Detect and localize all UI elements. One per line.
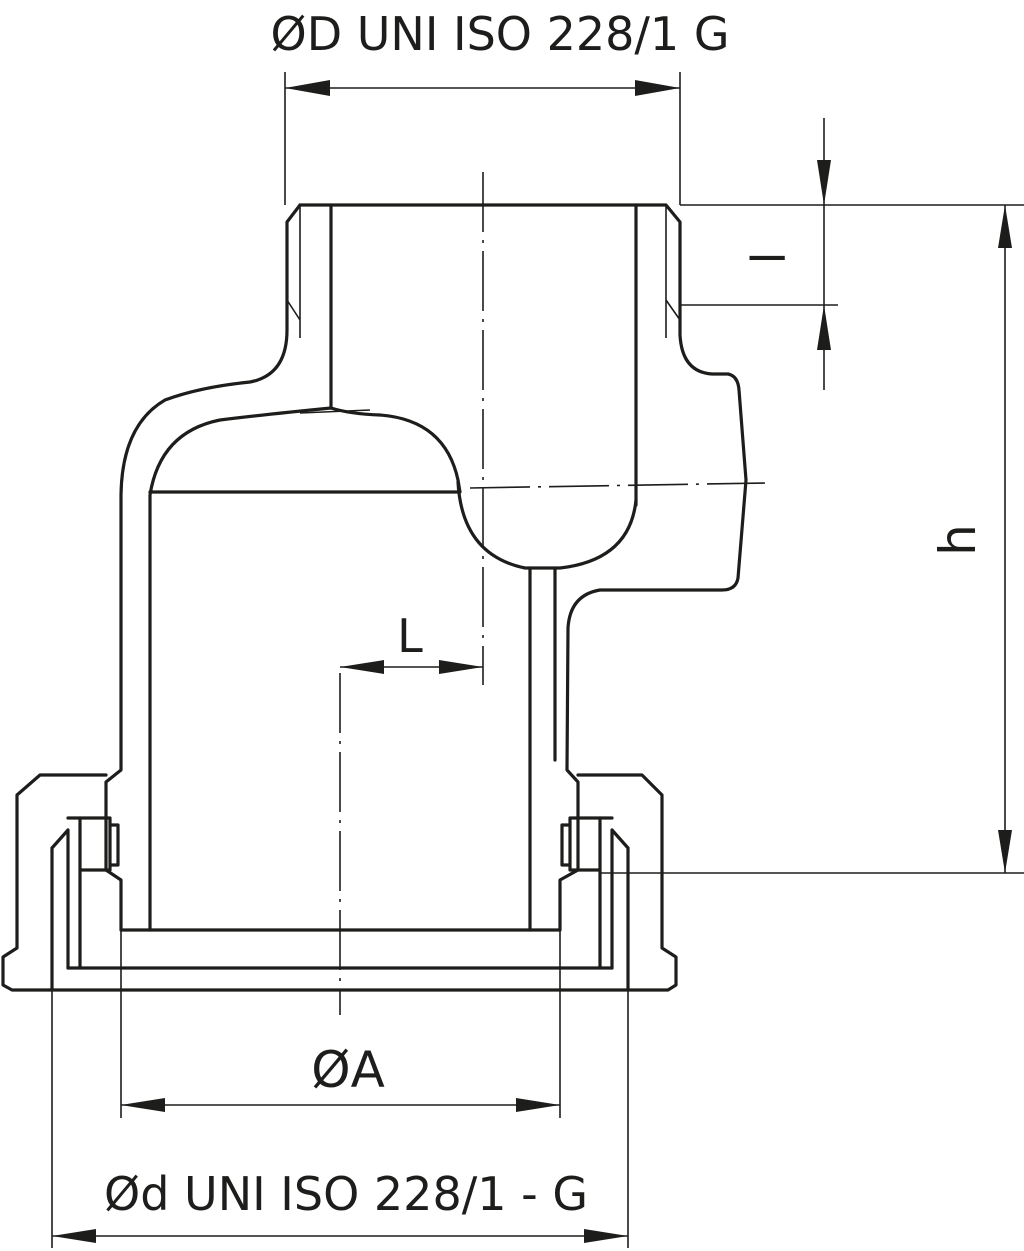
chamber-wall (148, 406, 333, 932)
dim-thread-length: l (680, 118, 1024, 390)
flange-left-step (104, 806, 580, 932)
bore-label: ØA (311, 1041, 385, 1099)
arrow-head (635, 80, 680, 96)
arrow-head (340, 660, 384, 674)
dim-height: h (600, 205, 1024, 874)
dim-offset: L (340, 609, 483, 674)
chamber-rib (299, 409, 371, 414)
offset-label: L (397, 609, 423, 663)
chamber-stem (528, 566, 557, 932)
nut-right-inner (598, 816, 630, 992)
thread-length-label: l (742, 252, 796, 265)
dim-top-thread: ØD UNI ISO 228/1 G (271, 7, 730, 205)
thread-hatch-right (665, 205, 681, 338)
arrow-head (439, 660, 483, 674)
arrow-head (817, 305, 831, 350)
arrow-head (52, 1229, 96, 1243)
arrow-head (285, 80, 330, 96)
top-thread-label: ØD UNI ISO 228/1 G (271, 7, 730, 61)
thread-hatch-left (286, 205, 301, 338)
chamber-bowl (456, 480, 638, 570)
bottom-face (48, 966, 630, 992)
center-lines (339, 172, 766, 1015)
nut-right (576, 773, 678, 992)
bottom-nut (1, 773, 678, 992)
top-thread-left (104, 203, 333, 810)
arrow-head (516, 1098, 560, 1112)
bottom-thread-label: Ød UNI ISO 228/1 - G (104, 1167, 588, 1221)
dim-bore: ØA (120, 930, 561, 1118)
nut-left-seal (78, 816, 120, 872)
height-label: h (929, 524, 987, 556)
nut-left (1, 773, 108, 992)
arrow-head (121, 1098, 165, 1112)
valve-body-outline (104, 203, 748, 810)
arrow-head (998, 205, 1012, 248)
arrow-head (584, 1229, 628, 1243)
arrow-head (998, 830, 1012, 873)
chamber-divider (148, 406, 462, 494)
top-thread-right (565, 203, 748, 810)
inner-chamber (148, 406, 638, 932)
arrow-head (817, 160, 831, 205)
nut-right-seal (560, 816, 602, 872)
side-axis (469, 482, 766, 489)
nut-left-inner (50, 816, 82, 992)
dim-bottom-thread: Ød UNI ISO 228/1 - G (51, 990, 629, 1248)
